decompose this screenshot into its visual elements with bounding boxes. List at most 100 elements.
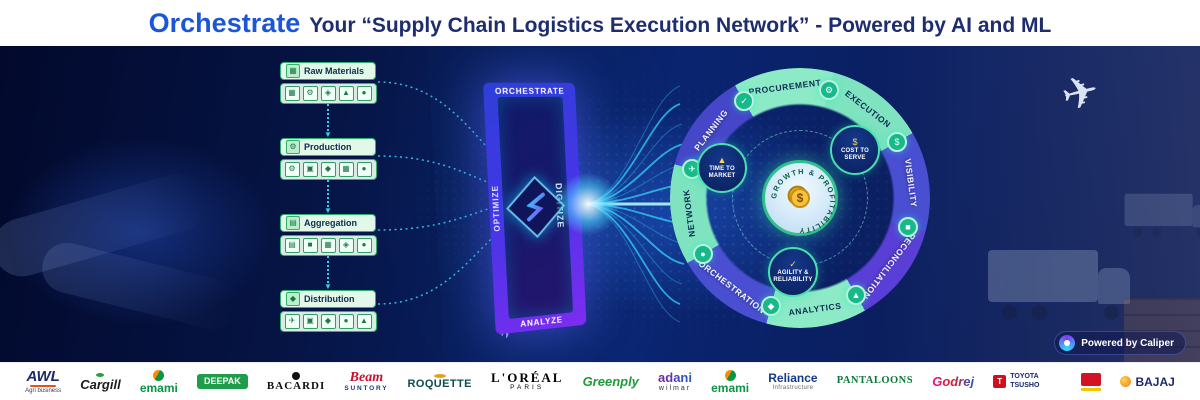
badge-time-to-market: ▲ TIME TO MARKET <box>697 143 747 193</box>
arrow-down-icon: ▼ <box>324 130 332 139</box>
machinery-icon: ⚙ <box>302 86 318 101</box>
emami-emblem-icon <box>724 369 736 381</box>
powered-by-caliper-badge[interactable]: Powered by Caliper <box>1054 331 1186 355</box>
crate-icon: ▦ <box>284 86 300 101</box>
client-logo-awl: AWL Agri business <box>25 369 61 394</box>
truck-silhouette <box>1124 189 1200 238</box>
stage-label: ▦ Raw Materials <box>280 62 376 80</box>
logo-accent <box>30 385 57 387</box>
title-highlight: Orchestrate <box>148 8 301 38</box>
supply-chain-flow: ▦ Raw Materials ▦ ⚙ ◈ ▲ ● ▼ ⚙ Production <box>279 62 377 332</box>
badge-agility-reliability: ✓ AGILITY & RELIABILITY <box>768 247 818 297</box>
flow-connector: ▼ <box>324 256 332 291</box>
stage-icon-strip: ✈ ▣ ◆ ● ▲ <box>279 311 377 332</box>
client-logo-bajaj: BAJAJ <box>1120 376 1175 388</box>
network-icon: ● <box>693 244 713 264</box>
client-logo-bacardi: BACARDI <box>266 371 326 392</box>
logo-text: AWL <box>26 368 60 385</box>
toyota-tsusho-mark-icon: T <box>993 375 1007 388</box>
ore-icon: ◈ <box>320 86 336 101</box>
distribution-icon: ◆ <box>286 292 300 306</box>
logo-text: PANTALOONS <box>836 375 914 387</box>
stage-distribution: ◆ Distribution ✈ ▣ ◆ ● ▲ <box>279 290 377 332</box>
stage-label-text: Aggregation <box>304 218 357 228</box>
banner-title: Orchestrate Your “Supply Chain Logistics… <box>0 0 1200 46</box>
client-logo-cargill: Cargill <box>80 372 121 392</box>
logo-text: Beam <box>349 369 384 385</box>
scene: ✈ ✈ <box>0 46 1200 362</box>
logo-subtext: SUNTORY <box>344 384 389 392</box>
coin-icon: $ <box>790 188 810 208</box>
client-logo-emami: emami <box>711 369 749 394</box>
parcel-icon: ◆ <box>320 314 336 329</box>
client-logo-greenply: Greenply <box>583 375 639 388</box>
client-logo-pantaloons: PANTALOONS <box>837 376 913 387</box>
red-emblem-icon <box>1081 372 1102 386</box>
powered-by-text: Powered by Caliper <box>1081 337 1174 349</box>
bundle-icon: ◈ <box>338 238 354 253</box>
stage-label-text: Distribution <box>304 294 355 304</box>
stage-icon-strip: ▤ ■ ▦ ◈ ● <box>279 235 377 256</box>
badge-label: AGILITY & RELIABILITY <box>773 270 813 283</box>
client-logo-unreadable-red-brand <box>1081 372 1102 391</box>
drop-icon: ● <box>338 314 354 329</box>
logo-subtext: PARIS <box>510 384 545 392</box>
stage-raw-materials: ▦ Raw Materials ▦ ⚙ ◈ ▲ ● <box>279 62 377 104</box>
growth-arrow-icon: ▲ <box>717 155 727 166</box>
stack-icon: ▦ <box>320 238 336 253</box>
logo-text: BACARDI <box>266 379 326 392</box>
logo-text: Godrej <box>932 374 975 389</box>
beam-origin-glow <box>556 172 620 236</box>
stage-icon-strip: ⚙ ▣ ◆ ▦ ● <box>279 159 377 180</box>
client-logo-loreal: L'ORÉAL PARIS <box>491 371 564 392</box>
reliability-icon: ✓ <box>789 259 797 270</box>
client-logo-roquette: ROQUETTE <box>407 373 472 390</box>
title-rest: Your “Supply Chain Logistics Execution N… <box>309 14 1052 37</box>
logo-text: Greenply <box>582 374 639 389</box>
caliper-logo-mark <box>523 191 549 222</box>
leaf-icon <box>96 372 105 377</box>
badge-label: TIME TO MARKET <box>708 166 736 179</box>
logo-text: TOYOTA TSUSHO <box>1010 373 1040 389</box>
check-icon: ✓ <box>734 91 754 111</box>
handshake-backdrop <box>0 96 330 362</box>
seed-icon: ● <box>356 86 372 101</box>
stage-label-text: Production <box>304 142 352 152</box>
arrow-down-icon: ▼ <box>324 206 332 215</box>
client-logo-beam-suntory: Beam SUNTORY <box>344 369 389 393</box>
client-logo-strip: AWL Agri business Cargill emami DEEPAK B… <box>0 362 1200 400</box>
capability-ring: PROCUREMENT EXECUTION VISIBILITY RECONCI… <box>670 68 930 328</box>
stage-aggregation: ▤ Aggregation ▤ ■ ▦ ◈ ● <box>279 214 377 256</box>
flow-connector: ▼ <box>324 104 332 139</box>
logo-text: emami <box>139 380 178 395</box>
logo-text: DEEPAK <box>196 374 248 389</box>
stage-label: ▤ Aggregation <box>280 214 376 232</box>
arrow-down-icon: ▼ <box>324 282 332 291</box>
gear-icon: ⚙ <box>819 80 839 100</box>
client-logo-reliance: Reliance Infrastructure <box>768 372 817 391</box>
stage-icon-strip: ▦ ⚙ ◈ ▲ ● <box>279 83 377 104</box>
logo-text: ROQUETTE <box>407 377 472 390</box>
logo-subtext: wilmar <box>658 385 692 392</box>
stage-label: ◆ Distribution <box>280 290 376 308</box>
logo-subtext: Infrastructure <box>772 385 814 391</box>
stage-label: ⚙ Production <box>280 138 376 156</box>
bajaj-emblem-icon <box>1120 376 1132 387</box>
flow-connector: ▼ <box>324 180 332 215</box>
client-logo-toyota-tsusho: T TOYOTA TSUSHO <box>993 373 1062 390</box>
lot-icon: ● <box>356 238 372 253</box>
box-icon: ■ <box>302 238 318 253</box>
logo-text: Reliance <box>768 371 818 385</box>
money-icon: $ <box>887 132 907 152</box>
factory-icon: ▣ <box>302 162 318 177</box>
logo-text: adani <box>658 370 692 385</box>
chart-icon: ▲ <box>846 285 866 305</box>
client-logo-deepak: DEEPAK <box>196 374 248 389</box>
bat-icon <box>292 371 301 380</box>
aggregation-icon: ▤ <box>286 216 300 230</box>
client-logo-godrej: Godrej <box>932 375 974 388</box>
logo-subtext: Agri business <box>25 388 62 394</box>
logo-text: Cargill <box>80 376 121 392</box>
right-light-tint <box>880 46 1200 362</box>
